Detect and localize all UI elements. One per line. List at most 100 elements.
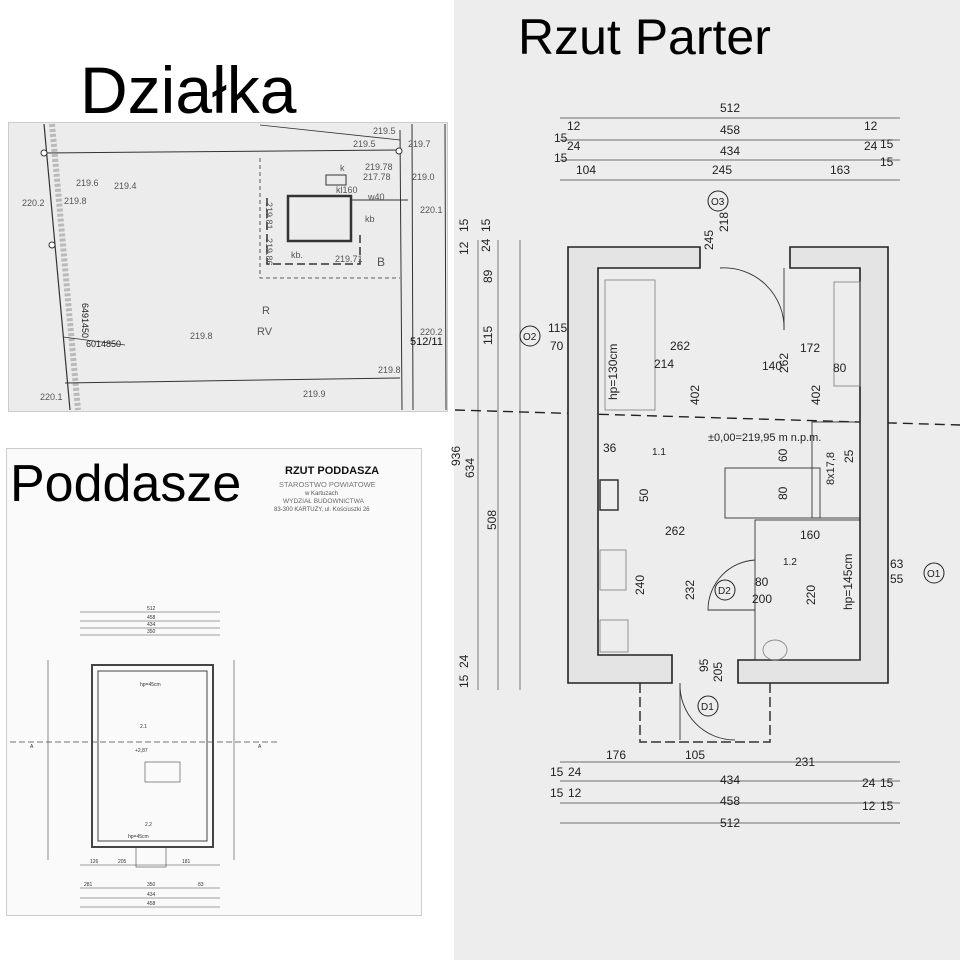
drawing-label: 80 bbox=[776, 486, 790, 500]
drawing-label: A bbox=[30, 744, 34, 750]
drawing-label: 70 bbox=[550, 339, 564, 353]
drawing-label: 104 bbox=[576, 163, 596, 177]
drawing-label: hp=145cm bbox=[841, 554, 855, 610]
drawing-label: RZUT PODDASZA bbox=[285, 465, 379, 477]
drawing-label: 15 bbox=[457, 218, 471, 232]
drawing-label: 8x17,8 bbox=[825, 452, 837, 485]
drawing-label: 218 bbox=[717, 212, 731, 232]
drawing-label: 89 bbox=[481, 269, 495, 283]
drawing-label: D1 bbox=[701, 702, 714, 713]
ground-floor-title: Rzut Parter bbox=[518, 9, 771, 65]
drawing-label: 60 bbox=[776, 448, 790, 462]
drawing-label: 262 bbox=[670, 339, 690, 353]
drawing-label: 12 bbox=[457, 241, 471, 255]
drawing-label: O3 bbox=[711, 197, 725, 208]
drawing-label: 50 bbox=[637, 488, 651, 502]
attic-plan bbox=[10, 611, 280, 908]
drawing-label: 219.81 bbox=[264, 202, 274, 230]
drawing-label: 25 bbox=[842, 449, 856, 463]
drawing-label: 220 bbox=[804, 585, 818, 605]
attic-plan-labels: 512 458 434 350 126 205 181 281 350 83 4… bbox=[30, 606, 262, 907]
drawing-label: A bbox=[258, 744, 262, 750]
drawing-label: 512 bbox=[720, 816, 740, 830]
drawing-label: 12 bbox=[568, 786, 582, 800]
drawing-label: 55 bbox=[890, 572, 904, 586]
drawing-label: 219.86 bbox=[264, 238, 274, 266]
drawing-label: 219.5 bbox=[353, 139, 376, 149]
drawing-label: 402 bbox=[809, 385, 823, 405]
drawing-label: 24 bbox=[457, 654, 471, 668]
drawing-label: 245 bbox=[702, 230, 716, 250]
drawing-label: 105 bbox=[685, 748, 705, 762]
drawing-label: RV bbox=[257, 326, 273, 338]
drawing-label: w40 bbox=[367, 192, 385, 202]
drawing-label: 126 bbox=[90, 859, 99, 865]
drawing-label: 15 bbox=[880, 155, 894, 169]
drawing-label: 219.78 bbox=[365, 162, 393, 172]
drawing-label: O2 bbox=[523, 332, 537, 343]
drawing-label: 172 bbox=[800, 341, 820, 355]
drawing-label: 220.1 bbox=[420, 205, 443, 215]
drawing-label: 219.5 bbox=[373, 126, 396, 136]
drawing-label: 219.8 bbox=[64, 196, 87, 206]
drawing-label: 214 bbox=[654, 357, 674, 371]
plot-title: Działka bbox=[80, 53, 297, 127]
drawing-label: R bbox=[262, 305, 270, 317]
drawing-label: 219.8 bbox=[190, 331, 213, 341]
drawing-label: 232 bbox=[683, 580, 697, 600]
drawing-label: kb bbox=[365, 214, 375, 224]
drawing-label: 1.1 bbox=[652, 447, 666, 458]
drawing-label: 458 bbox=[720, 123, 740, 137]
drawing-label: 15 bbox=[880, 137, 894, 151]
drawing-label: 115 bbox=[481, 326, 495, 345]
drawing-label: 163 bbox=[830, 163, 850, 177]
drawing-label: 83 bbox=[198, 882, 204, 888]
drawing-label: 63 bbox=[890, 557, 904, 571]
drawing-label: 6491450 bbox=[80, 303, 90, 338]
drawing-label: 15 bbox=[550, 786, 564, 800]
drawing-label: +2,87 bbox=[135, 748, 148, 754]
drawing-label: 219.9 bbox=[303, 389, 326, 399]
drawing-label: 240 bbox=[633, 575, 647, 595]
drawing-label: 15 bbox=[550, 765, 564, 779]
drawing-label: 200 bbox=[752, 592, 772, 606]
drawing-label: 24 bbox=[862, 776, 876, 790]
drawing-label: 80 bbox=[833, 361, 847, 375]
drawing-label: k bbox=[340, 163, 345, 173]
drawing-label: 634 bbox=[463, 458, 477, 478]
drawing-label: WYDZIAŁ BUDOWNICTWA bbox=[283, 498, 365, 505]
ground-plan-interior bbox=[599, 267, 861, 743]
drawing-label: 219.7 bbox=[408, 139, 431, 149]
drawing-label: 2.2 bbox=[145, 822, 152, 828]
drawing-label: 219.8 bbox=[378, 365, 401, 375]
drawing-label: STAROSTWO POWIATOWE bbox=[279, 480, 376, 489]
drawing-label: 6014850 bbox=[86, 339, 121, 349]
drawing-label: 15 bbox=[880, 799, 894, 813]
drawing-label: kl160 bbox=[336, 185, 358, 195]
drawing-label: 281 bbox=[84, 882, 93, 888]
drawing-label: w Kartuzach bbox=[304, 491, 338, 497]
drawing-label: 231 bbox=[795, 755, 815, 769]
drawing-label: 2.1 bbox=[140, 724, 147, 730]
drawing-label: 24 bbox=[568, 765, 582, 779]
drawing-label: 83-300 KARTUZY, ul. Kościuszki 26 bbox=[274, 507, 370, 513]
drawing-label: 458 bbox=[147, 615, 156, 621]
drawing-label: 458 bbox=[147, 901, 156, 907]
drawing-label: 219.0 bbox=[412, 172, 435, 182]
drawing-label: 24 bbox=[567, 139, 581, 153]
drawing-label: 350 bbox=[147, 882, 156, 888]
drawing-label: 115 bbox=[548, 321, 567, 335]
plot-map-panel bbox=[8, 122, 448, 412]
drawing-label: 434 bbox=[720, 773, 740, 787]
drawing-label: 15 bbox=[554, 151, 568, 165]
drawing-label: 80 bbox=[755, 575, 769, 589]
drawing-label: 508 bbox=[485, 510, 499, 530]
drawing-label: 262 bbox=[665, 524, 685, 538]
drawing-label: 15 bbox=[479, 218, 493, 232]
drawing-label: 205 bbox=[118, 859, 127, 865]
drawing-label: 181 bbox=[182, 859, 191, 865]
drawing-label: 434 bbox=[147, 622, 156, 628]
drawing-label: 36 bbox=[603, 441, 617, 455]
drawing-label: 15 bbox=[457, 674, 471, 688]
